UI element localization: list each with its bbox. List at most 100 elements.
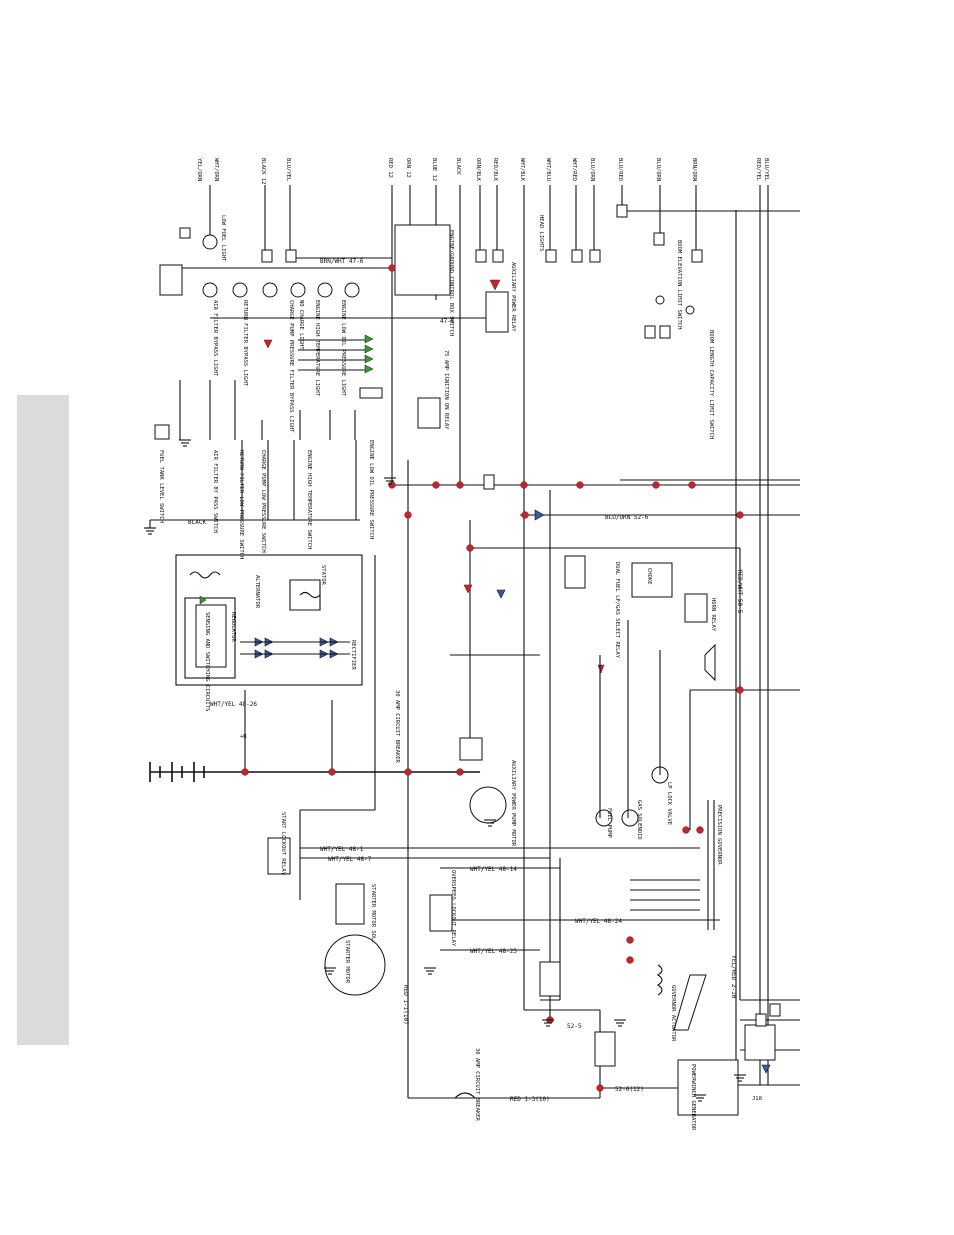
top-wire-label: BRN/ORN (691, 158, 697, 181)
junction-node (432, 481, 440, 489)
top-wire-label: ORN 12 (405, 158, 411, 178)
diodes (263, 279, 605, 674)
svg-text:LOW FUEL LIGHT: LOW FUEL LIGHT (220, 215, 226, 262)
top-wire-label: BLACK 12 (260, 158, 266, 185)
junction-node (388, 264, 396, 272)
ground-symbol (144, 527, 156, 535)
top-wire-label: WHT/ORN (213, 158, 219, 181)
junction-node (241, 768, 249, 776)
led-strip (298, 334, 383, 399)
svg-text:STARTER MOTOR SOL.: STARTER MOTOR SOL. (370, 884, 376, 944)
top-wire-label: WHT/BLU (545, 158, 551, 181)
starter-group (267, 837, 616, 1099)
junction-node (596, 1084, 604, 1092)
svg-text:FUEL PUMP: FUEL PUMP (606, 808, 612, 838)
junction-node (576, 481, 584, 489)
junction-node (404, 511, 412, 519)
side-band (17, 395, 69, 1045)
svg-text:NO CHARGE LIGHT: NO CHARGE LIGHT (298, 300, 304, 350)
top-wire-label: RED/BLK (492, 158, 498, 182)
svg-text:WHT/YEL 48-14: WHT/YEL 48-14 (470, 866, 517, 873)
svg-text:ENGINE HIGH TEMPERATURE SWITCH: ENGINE HIGH TEMPERATURE SWITCH (306, 450, 312, 549)
ground-symbol (694, 1094, 706, 1102)
svg-text:WHT/YEL 48-1: WHT/YEL 48-1 (320, 846, 364, 853)
junction-node (466, 544, 474, 552)
svg-text:RECTIFIER: RECTIFIER (350, 640, 356, 670)
svg-text:CHOKE: CHOKE (646, 568, 652, 585)
ground-symbol (179, 439, 191, 447)
svg-text:CHARGE PUMP PRESSURE FILTER BY: CHARGE PUMP PRESSURE FILTER BYPASS LIGHT (288, 300, 294, 433)
svg-text:52-6(12): 52-6(12) (615, 1086, 644, 1093)
svg-text:LP LOCK VALVE: LP LOCK VALVE (666, 782, 672, 825)
svg-text:AIR FILTER BY PASS SWITCH: AIR FILTER BY PASS SWITCH (212, 450, 218, 533)
svg-text:DUAL FUEL LP/GAS SELECT RELAY: DUAL FUEL LP/GAS SELECT RELAY (614, 562, 620, 659)
junction-nodes (241, 264, 744, 1092)
top-wire-label: BLACK (455, 158, 461, 175)
ground-symbol (614, 1019, 626, 1027)
top-wire-label: BLU/RED (617, 158, 623, 181)
svg-text:AUXILIARY POWER PUMP MOTOR: AUXILIARY POWER PUMP MOTOR (510, 760, 516, 847)
top-wire-label: RED/YEL (755, 158, 761, 182)
svg-text:AUXILIARY POWER RELAY: AUXILIARY POWER RELAY (510, 262, 516, 332)
svg-text:BOOM ELEVATION LIMIT SWITCH: BOOM ELEVATION LIMIT SWITCH (676, 240, 682, 329)
svg-text:ENGINE/GROUND CONTROL BOX SWIT: ENGINE/GROUND CONTROL BOX SWITCH (448, 230, 454, 336)
top-wire-label: YEL/ORN (196, 158, 202, 181)
top-wire-label: RED 12 (387, 158, 393, 178)
svg-text:WHT/YEL 48-7: WHT/YEL 48-7 (328, 856, 372, 863)
fuel-cluster (564, 555, 716, 827)
svg-text:RED/WHT 50-5: RED/WHT 50-5 (736, 570, 743, 614)
svg-text:30 AMP CIRCUIT BREAKER: 30 AMP CIRCUIT BREAKER (474, 1048, 480, 1122)
component-labels: LOW FUEL LIGHT AIR FILTER BYPASS LIGHT R… (158, 215, 762, 1131)
svg-text:CHARGE PUMP LOW PRESSURE SWITC: CHARGE PUMP LOW PRESSURE SWITCH (260, 450, 266, 553)
indicator-lamps (159, 204, 703, 298)
svg-text:PRECISION GOVERNOR: PRECISION GOVERNOR (716, 805, 722, 865)
junction-node (696, 826, 704, 834)
svg-text:HORN RELAY: HORN RELAY (710, 598, 716, 632)
junction-node (652, 481, 660, 489)
svg-text:ENGINE HIGH TEMPERATURE LIGHT: ENGINE HIGH TEMPERATURE LIGHT (314, 300, 320, 397)
junction-node (736, 686, 744, 694)
junction-node (404, 768, 412, 776)
svg-text:47-5: 47-5 (440, 318, 455, 325)
svg-text:30 AMP CIRCUIT BREAKER: 30 AMP CIRCUIT BREAKER (394, 690, 400, 764)
top-wire-bus (209, 185, 800, 1085)
ground-symbol (542, 1019, 554, 1027)
svg-text:YEL/RED 2-10: YEL/RED 2-10 (730, 955, 737, 999)
rotated-circuit-labels: RED 1-1(10) RED/WHT 50-5 YEL/RED 2-10 (402, 570, 743, 1025)
svg-text:WHT/YEL 48-24: WHT/YEL 48-24 (575, 918, 622, 925)
svg-text:AIR FILTER BYPASS LIGHT: AIR FILTER BYPASS LIGHT (212, 300, 218, 377)
svg-text:BOOM LENGTH CAPACITY LIMIT SWI: BOOM LENGTH CAPACITY LIMIT SWITCH (708, 330, 714, 439)
junction-node (688, 481, 696, 489)
ground-symbol (324, 967, 336, 975)
svg-text:BLACK: BLACK (188, 519, 206, 526)
governor-group (656, 800, 781, 1116)
svg-text:RED 1-3(10): RED 1-3(10) (510, 1096, 550, 1103)
svg-text:BLU/ORN 52-6: BLU/ORN 52-6 (605, 514, 649, 521)
junction-node (456, 768, 464, 776)
junction-node (626, 956, 634, 964)
top-wire-label: BLUE 12 (431, 158, 437, 181)
junction-node (520, 481, 528, 489)
junction-node (388, 481, 396, 489)
svg-text:HEAD LIGHTS: HEAD LIGHTS (538, 215, 544, 251)
top-wire-label: BLU/YEL (285, 158, 291, 182)
top-wire-labels: YEL/ORN WHT/ORN BLACK 12 BLU/YEL RED 12 ORN 1… (196, 158, 769, 185)
svg-text:OVERSPEED LOCKOUT RELAY: OVERSPEED LOCKOUT RELAY (450, 870, 456, 947)
regulator-block (175, 554, 363, 686)
junction-node (626, 936, 634, 944)
svg-text:REGULATOR: REGULATOR (230, 612, 236, 642)
top-wire-label: BLU/ORN (655, 158, 661, 181)
ground-symbol (484, 819, 496, 827)
control-box (394, 224, 695, 490)
top-wire-label: WHT/BLK (519, 158, 525, 182)
svg-text:RETURN FILTER BYPASS LIGHT: RETURN FILTER BYPASS LIGHT (242, 300, 248, 387)
svg-text:75 AMP IGNITION ON RELAY: 75 AMP IGNITION ON RELAY (443, 350, 449, 430)
svg-text:WHT/YEL 48-26: WHT/YEL 48-26 (210, 701, 257, 708)
junction-node (736, 511, 744, 519)
ground-symbols (144, 439, 746, 1102)
svg-text:START LOCKOUT RELAY: START LOCKOUT RELAY (280, 812, 286, 876)
svg-text:BRN/WHT 47-6: BRN/WHT 47-6 (320, 258, 364, 265)
top-wire-label: ORN/BLK (475, 158, 481, 182)
svg-text:52-5: 52-5 (567, 1023, 582, 1030)
